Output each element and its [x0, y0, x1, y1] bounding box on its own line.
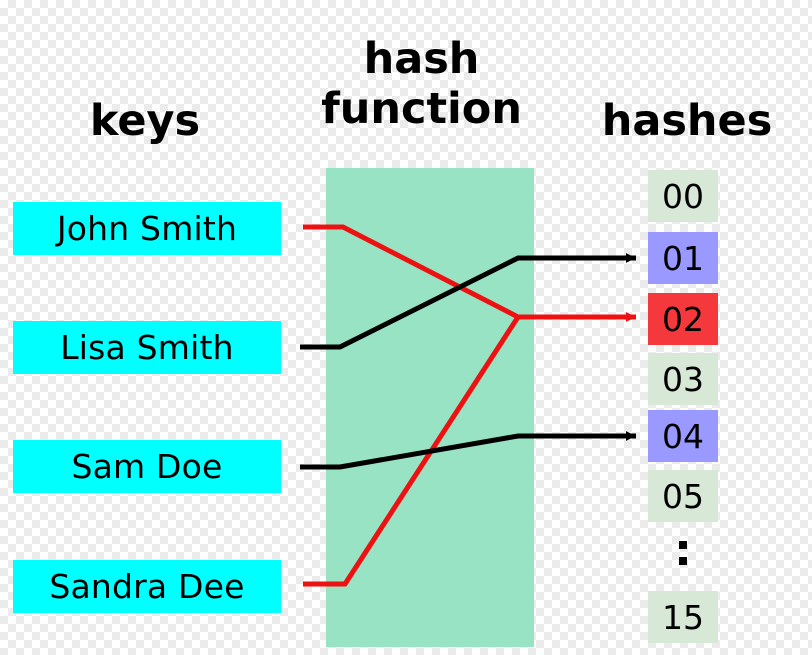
- key-box-john-smith[interactable]: John Smith: [13, 202, 281, 255]
- hash-function-column-heading: hash function: [300, 38, 543, 131]
- hash-slot-01[interactable]: 01: [648, 232, 718, 284]
- hash-slots-ellipsis: [648, 528, 718, 578]
- hash-slot-02[interactable]: 02: [648, 293, 718, 345]
- hash-slot-05[interactable]: 05: [648, 470, 718, 522]
- hashes-column-heading: hashes: [601, 96, 773, 146]
- key-box-lisa-smith[interactable]: Lisa Smith: [13, 321, 281, 374]
- ellipsis-dot-lower: [679, 557, 687, 565]
- hash-slot-00[interactable]: 00: [648, 170, 718, 222]
- hash-slot-04[interactable]: 04: [648, 410, 718, 462]
- hash-slot-15[interactable]: 15: [648, 591, 718, 643]
- hash-function-block: [326, 168, 534, 647]
- key-box-sam-doe[interactable]: Sam Doe: [13, 440, 281, 493]
- ellipsis-dot-upper: [679, 541, 687, 549]
- hash-function-heading-line-2: function: [321, 84, 522, 134]
- hash-slot-03[interactable]: 03: [648, 353, 718, 405]
- keys-column-heading: keys: [89, 96, 201, 146]
- hash-function-heading-line-1: hash: [363, 34, 480, 84]
- key-box-sandra-dee[interactable]: Sandra Dee: [13, 560, 281, 613]
